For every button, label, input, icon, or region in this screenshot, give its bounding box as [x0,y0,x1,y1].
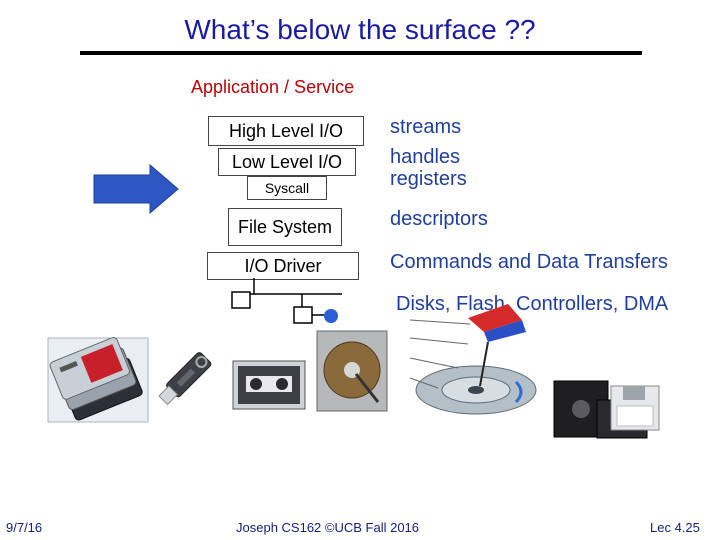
device-box-icon [231,291,251,309]
tape-cassette-image [232,360,306,410]
title-underline [80,51,642,55]
footer-credit: Joseph CS162 ©UCB Fall 2016 [236,520,420,535]
bus-diagram [231,278,342,324]
registers-label: registers [390,168,467,190]
devices-label: Disks, Flash, Controllers, DMA [396,293,669,315]
io-driver-box: I/O Driver [207,252,359,280]
file-system-box: File System [228,208,342,246]
footer-date: 9/7/16 [6,520,43,535]
device-node-icon [324,309,338,323]
handles-label: handles [390,146,461,168]
low-level-io-box: Low Level I/O [218,148,356,176]
disk-platter-diagram [409,304,537,415]
floppy-disks-image [553,380,660,439]
application-service-label: Application / Service [191,77,355,97]
syscall-box: Syscall [247,176,327,200]
usb-flash-drive-image [158,352,212,406]
right-arrow-icon [93,163,179,215]
streams-label: streams [390,116,462,138]
footer-page-number: Lec 4.25 [650,520,700,535]
ssd-drives-image [47,337,149,423]
descriptors-label: descriptors [390,208,488,230]
commands-label: Commands and Data Transfers [390,251,668,273]
device-box-icon [293,306,313,324]
slide-title: What’s below the surface ?? [184,14,536,45]
hard-disk-image [316,330,388,412]
high-level-io-box: High Level I/O [208,116,364,146]
